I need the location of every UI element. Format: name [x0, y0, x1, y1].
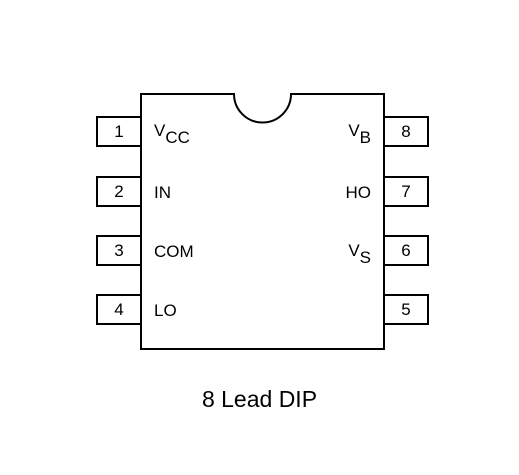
pin-number-5: 5	[401, 300, 410, 319]
pin-box-7	[383, 176, 429, 207]
pin-label-6-subscript: S	[360, 248, 371, 267]
chip-body	[140, 93, 385, 350]
pin-number-6: 6	[401, 241, 410, 260]
package-caption: 8 Lead DIP	[201, 386, 318, 412]
pin-label-1: VCC	[154, 121, 190, 147]
pin-label-8: VB	[348, 121, 371, 147]
pin-number-8: 8	[401, 122, 410, 141]
pin-label-6-main: V	[348, 241, 360, 260]
pin-number-2: 2	[114, 182, 123, 201]
pin-box-5	[383, 294, 429, 325]
pin-label-1-main: V	[154, 121, 166, 140]
pin-number-4: 4	[114, 300, 123, 319]
pin-label-1-subscript: CC	[165, 128, 190, 147]
pin-label-8-subscript: B	[360, 128, 371, 147]
pin-label-6: VS	[348, 241, 371, 267]
pin-box-2	[96, 176, 142, 207]
pin-box-8	[383, 116, 429, 147]
pin-label-2: IN	[154, 183, 171, 202]
pin-box-1	[96, 116, 142, 147]
pin-box-4	[96, 294, 142, 325]
pin-box-6	[383, 235, 429, 266]
pin-number-3: 3	[114, 241, 123, 260]
pin-label-3: COM	[154, 242, 194, 261]
pin-number-1: 1	[114, 122, 123, 141]
pin-label-8-main: V	[348, 121, 360, 140]
pin-label-4: LO	[154, 301, 177, 320]
pin-number-7: 7	[401, 182, 410, 201]
pin-label-7: HO	[346, 183, 372, 202]
pin-box-3	[96, 235, 142, 266]
